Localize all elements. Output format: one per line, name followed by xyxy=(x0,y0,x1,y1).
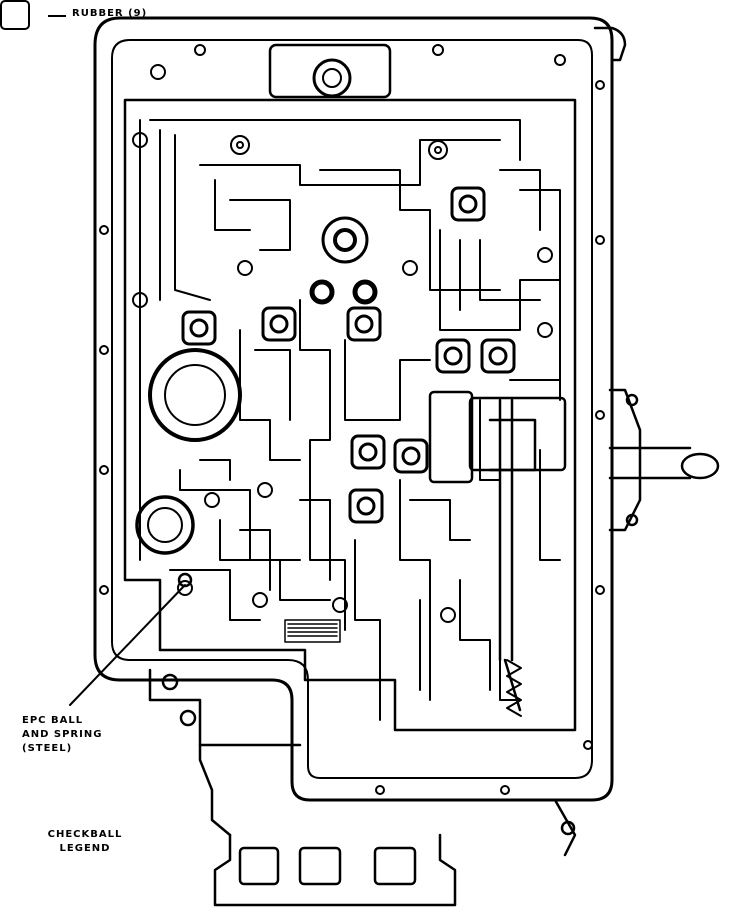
epc-label-line3: (STEEL) xyxy=(22,743,73,754)
spring xyxy=(506,659,522,717)
pan-outline xyxy=(93,16,614,802)
legend-title-line2: LEGEND xyxy=(59,843,111,854)
legend-dash xyxy=(48,15,66,17)
valve-body-plate xyxy=(123,98,577,732)
filter-screen xyxy=(284,619,341,643)
epc-label-line2: AND SPRING xyxy=(22,729,103,740)
top-boss xyxy=(268,43,392,99)
epc-ball-callout: EPC BALL AND SPRING (STEEL) xyxy=(22,714,132,756)
manual-valve xyxy=(428,390,567,712)
top-fitting xyxy=(312,58,352,98)
shift-shaft xyxy=(608,388,720,532)
lower-bore xyxy=(135,495,195,555)
legend-item-label: RUBBER (9) xyxy=(72,8,148,19)
lower-housing xyxy=(148,668,577,907)
valve-body-bolts xyxy=(132,132,553,623)
center-bore xyxy=(321,216,369,264)
legend-title-line1: CHECKBALL xyxy=(47,829,123,840)
epc-leader-line xyxy=(69,584,186,706)
epc-label-line1: EPC BALL xyxy=(22,715,84,726)
legend-item-rubber: RUBBER (9) xyxy=(0,0,200,34)
fluid-passages xyxy=(139,119,561,721)
checkball-legend-title: CHECKBALL LEGEND xyxy=(40,828,130,856)
checkball-squares xyxy=(181,186,516,524)
bolt-holes xyxy=(99,44,605,795)
rubber-checkball-swatch-icon xyxy=(0,0,30,30)
top-connector xyxy=(593,26,627,62)
inner-outline xyxy=(111,39,593,779)
accumulator-bore xyxy=(148,348,242,442)
